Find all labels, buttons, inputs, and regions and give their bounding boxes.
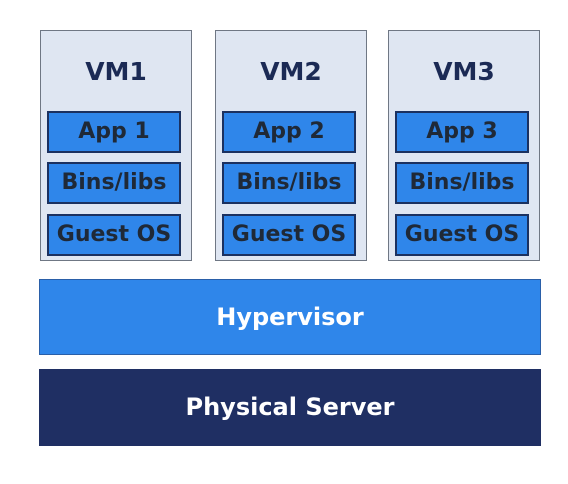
app-layer: App 2 bbox=[222, 111, 356, 153]
guest-os-layer: Guest OS bbox=[222, 214, 356, 256]
bins-libs-layer: Bins/libs bbox=[222, 162, 356, 204]
bins-libs-layer: Bins/libs bbox=[47, 162, 181, 204]
vm-title: VM3 bbox=[433, 57, 495, 86]
guest-os-layer: Guest OS bbox=[47, 214, 181, 256]
vm-box-2: VM2 App 2 Bins/libs Guest OS bbox=[215, 30, 367, 261]
app-layer: App 3 bbox=[395, 111, 529, 153]
hypervisor-layer: Hypervisor bbox=[39, 279, 541, 355]
physical-server-layer: Physical Server bbox=[39, 369, 541, 446]
vm-title: VM2 bbox=[260, 57, 322, 86]
bins-libs-layer: Bins/libs bbox=[395, 162, 529, 204]
vm-box-1: VM1 App 1 Bins/libs Guest OS bbox=[40, 30, 192, 261]
vm-title: VM1 bbox=[85, 57, 147, 86]
vm-box-3: VM3 App 3 Bins/libs Guest OS bbox=[388, 30, 540, 261]
guest-os-layer: Guest OS bbox=[395, 214, 529, 256]
app-layer: App 1 bbox=[47, 111, 181, 153]
